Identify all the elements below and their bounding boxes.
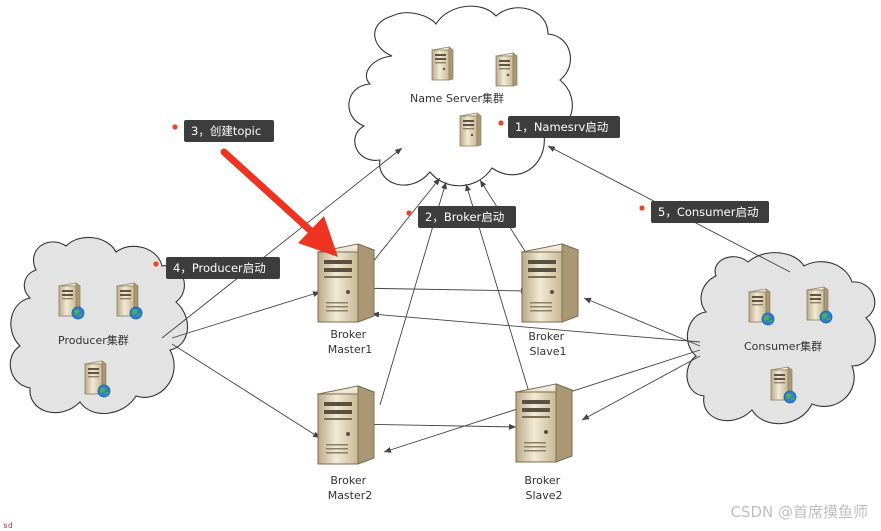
- broker-master1-label-line1: Broker: [330, 328, 366, 341]
- step-1-text: 1，Namesrv启动: [515, 120, 608, 134]
- create-topic-arrow: [220, 148, 338, 257]
- broker-master1-label: Broker Master1: [328, 328, 373, 356]
- broker-slave2-label-line1: Broker: [524, 474, 560, 487]
- broker-slave2-server-icon: [515, 383, 573, 463]
- corner-mark: sd: [3, 521, 13, 530]
- step-2-text: 2，Broker启动: [425, 210, 504, 224]
- producer-server-icon-3: [84, 360, 111, 398]
- step-5-dot: [639, 205, 645, 211]
- step-1-callout: 1，Namesrv启动: [498, 116, 620, 138]
- broker-master2-label: Broker Master2: [328, 474, 373, 502]
- broker-master2-label-line1: Broker: [330, 474, 366, 487]
- broker-slave2-label-line2: Slave2: [525, 489, 562, 502]
- step-5-callout: 5，Consumer启动: [639, 201, 769, 223]
- csdn-watermark: CSDN @首席摸鱼师: [730, 503, 868, 521]
- step-2-callout: 2，Broker启动: [406, 206, 516, 228]
- step-4-dot: [153, 261, 159, 267]
- step-3-text: 3，创建topic: [191, 124, 261, 138]
- producer-cluster-label: Producer集群: [58, 333, 129, 347]
- connection-lines: [161, 145, 791, 453]
- broker-master1-label-line2: Master1: [328, 343, 373, 356]
- nameserver-cluster-label: Name Server集群: [410, 91, 504, 105]
- broker-master2-label-line2: Master2: [328, 489, 373, 502]
- broker-slave1-label-line2: Slave1: [529, 345, 566, 358]
- broker-slave1-label-line1: Broker: [528, 330, 564, 343]
- producer-cloud: [9, 236, 189, 415]
- step-3-dot: [172, 124, 178, 130]
- nameserver-server-icon-2: [495, 52, 518, 87]
- step-4-callout: 4，Producer启动: [153, 257, 280, 279]
- step-2-dot: [406, 210, 412, 216]
- step-5-text: 5，Consumer启动: [658, 205, 758, 219]
- broker-slave1-label: Broker Slave1: [528, 330, 567, 358]
- step-1-dot: [498, 120, 504, 126]
- broker-master2-server-icon: [317, 385, 375, 465]
- nameserver-server-icon-3: [459, 112, 482, 147]
- producer-server-icon-1: [58, 282, 85, 320]
- consumer-cluster-label: Consumer集群: [744, 339, 822, 353]
- step-4-text: 4，Producer启动: [173, 261, 266, 275]
- broker-master1-server-icon: [317, 243, 375, 323]
- step-3-callout: 3，创建topic: [172, 120, 274, 142]
- producer-server-icon-2: [116, 282, 143, 320]
- consumer-server-icon-3: [770, 366, 797, 404]
- broker-slave2-label: Broker Slave2: [524, 474, 563, 502]
- nameserver-server-icon-1: [431, 46, 454, 81]
- consumer-server-icon-1: [748, 288, 775, 326]
- broker-slave1-server-icon: [521, 243, 579, 323]
- consumer-server-icon-2: [806, 286, 833, 324]
